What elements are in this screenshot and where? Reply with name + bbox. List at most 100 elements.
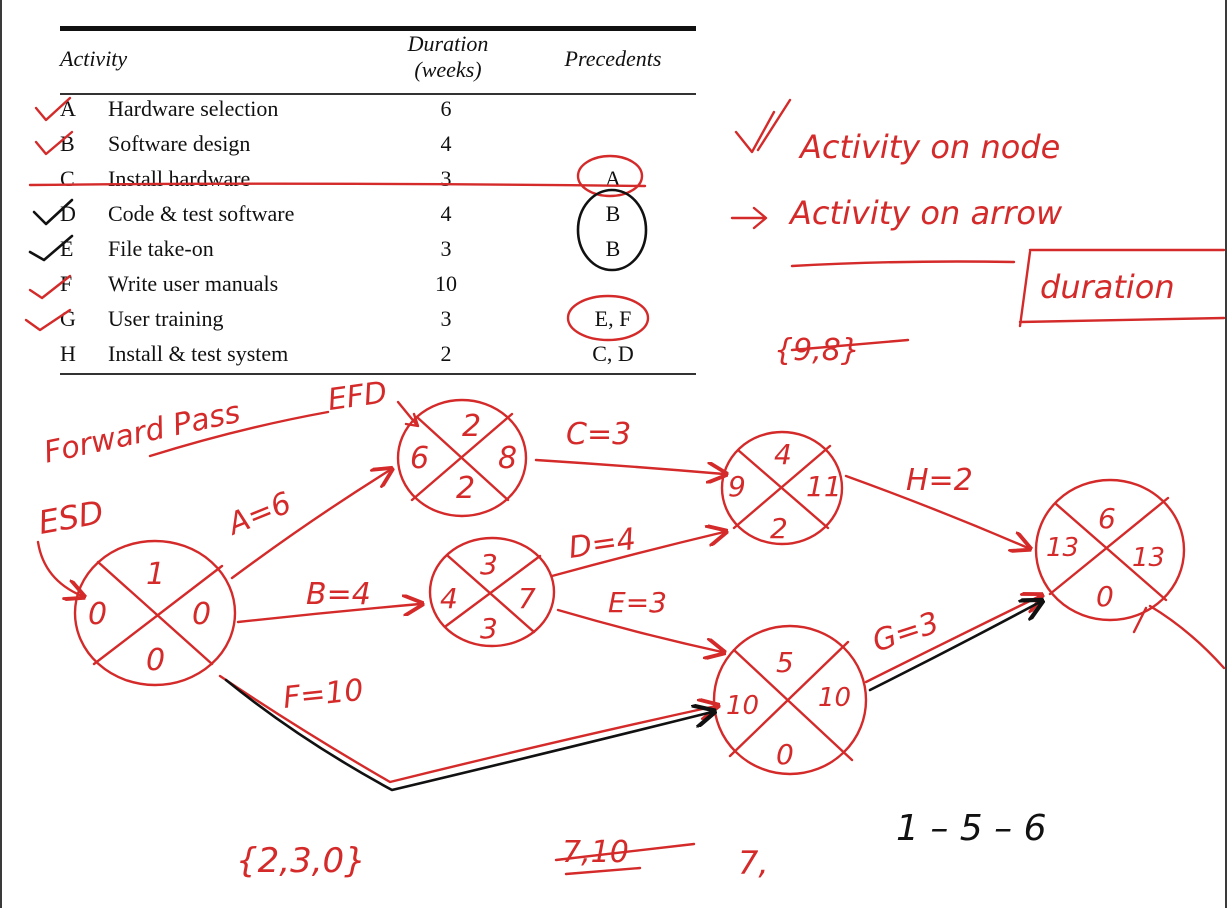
svg-text:2: 2 [462, 409, 481, 444]
svg-text:0: 0 [88, 597, 107, 632]
note-duration: duration [1040, 268, 1175, 306]
critical-path-f [224, 678, 712, 792]
node-1: 1 0 0 0 [73, 539, 237, 687]
activity-name: Code & test software [108, 201, 295, 226]
svg-text:4: 4 [774, 438, 792, 471]
activity-name: Software design [108, 131, 251, 156]
note-forward-pass: Forward Pass [41, 395, 243, 471]
svg-text:0: 0 [776, 738, 794, 771]
table-header-rule [60, 93, 696, 95]
svg-text:3: 3 [480, 548, 498, 581]
svg-text:2: 2 [770, 512, 788, 545]
node-3: 3 4 7 3 [428, 536, 556, 648]
svg-text:4: 4 [440, 582, 458, 615]
activity-duration: 4 [440, 201, 452, 226]
arrow-label-h: H=2 [906, 463, 973, 498]
check-mark-icon [28, 274, 72, 300]
table-bottom-rule [60, 373, 696, 375]
activity-duration: 3 [440, 306, 452, 331]
page-right-edge [1225, 0, 1227, 908]
activity-name: Write user manuals [108, 271, 279, 296]
circle-mark [576, 188, 648, 272]
arrow-icon [396, 400, 420, 428]
svg-text:10: 10 [726, 691, 759, 721]
duration-box [1018, 248, 1226, 328]
node-4: 4 9 11 2 [720, 430, 844, 546]
note-set-bottom: {2,3,0} [236, 841, 366, 881]
table-row: F Write user manuals 10 [60, 269, 696, 304]
check-mark-icon [34, 130, 74, 156]
activity-duration: 6 [440, 96, 452, 121]
arrow-d [550, 532, 724, 578]
activity-name: Hardware selection [108, 96, 279, 121]
svg-text:1: 1 [146, 557, 165, 592]
table-row: H Install & test system 2 C, D [60, 339, 696, 374]
arrow-label-d: D=4 [567, 522, 639, 566]
table-top-rule [60, 26, 696, 31]
activity-duration: 3 [440, 166, 452, 191]
activity-name: File take-on [108, 236, 214, 261]
note-crossed-set: {9,8} [774, 333, 860, 368]
arrow-b [236, 604, 420, 624]
underline [148, 410, 330, 458]
strike-line [790, 338, 910, 352]
activity-precedents: B [605, 201, 621, 226]
svg-text:9: 9 [728, 470, 746, 503]
header-activity: Activity [60, 46, 128, 71]
circle-mark [576, 154, 644, 198]
esd-pointer [36, 540, 82, 596]
svg-text:13: 13 [1132, 543, 1165, 573]
arrow-label-c: C=3 [566, 417, 631, 452]
activity-precedents: C, D [592, 341, 634, 366]
note-esd: ESD [35, 493, 106, 542]
activity-duration: 2 [440, 341, 452, 366]
check-mark-icon [734, 98, 792, 154]
svg-text:5: 5 [776, 646, 794, 679]
table-row: E File take-on 3 B [60, 234, 696, 269]
activity-duration: 4 [440, 131, 452, 156]
arrow-e [556, 608, 722, 652]
svg-text:0: 0 [146, 643, 165, 678]
backward-pointer [1132, 604, 1226, 670]
note-activity-on-arrow: Activity on arrow [788, 194, 1063, 232]
arrow-label-g: G=3 [868, 605, 943, 659]
activity-name: Install hardware [108, 166, 251, 191]
arrow-label-b: B=4 [306, 577, 371, 612]
check-mark-icon [34, 96, 72, 122]
svg-text:6: 6 [1098, 502, 1116, 535]
header-duration-line1: Duration [407, 31, 489, 56]
table-row: B Software design 4 [60, 129, 696, 164]
activity-id: H [60, 341, 76, 366]
activity-name: User training [108, 306, 224, 331]
note-critical-path: 1 – 5 – 6 [896, 808, 1047, 849]
activity-name: Install & test system [108, 341, 289, 366]
arrow-f [218, 674, 716, 784]
note-efd: EFD [326, 375, 390, 418]
check-mark-icon [24, 308, 72, 332]
underline [790, 260, 1016, 268]
svg-text:0: 0 [1096, 580, 1114, 613]
arrow-label-e: E=3 [608, 586, 667, 619]
check-mark-icon [28, 234, 74, 262]
note-seven: 7, [738, 844, 769, 882]
arrow-a [230, 470, 390, 580]
node-5: 5 10 10 0 [712, 624, 868, 776]
svg-text:0: 0 [192, 597, 211, 632]
arrow-label-f: F=10 [281, 673, 365, 716]
page-left-edge [0, 0, 2, 908]
svg-text:7: 7 [518, 582, 536, 615]
table-row: G User training 3 E, F [60, 304, 696, 339]
critical-path-g [868, 602, 1040, 692]
header-duration-line2: (weeks) [414, 57, 482, 82]
activity-id: G [60, 306, 76, 331]
node-2: 2 6 8 2 [396, 398, 528, 518]
activity-id: B [60, 131, 75, 156]
activity-duration: 10 [435, 271, 457, 296]
svg-text:3: 3 [480, 612, 498, 645]
arrow-label-a: A=6 [221, 486, 296, 543]
svg-text:13: 13 [1046, 533, 1079, 563]
arrow-c [534, 458, 724, 474]
activity-precedents: B [605, 236, 621, 261]
svg-text:6: 6 [410, 441, 429, 476]
